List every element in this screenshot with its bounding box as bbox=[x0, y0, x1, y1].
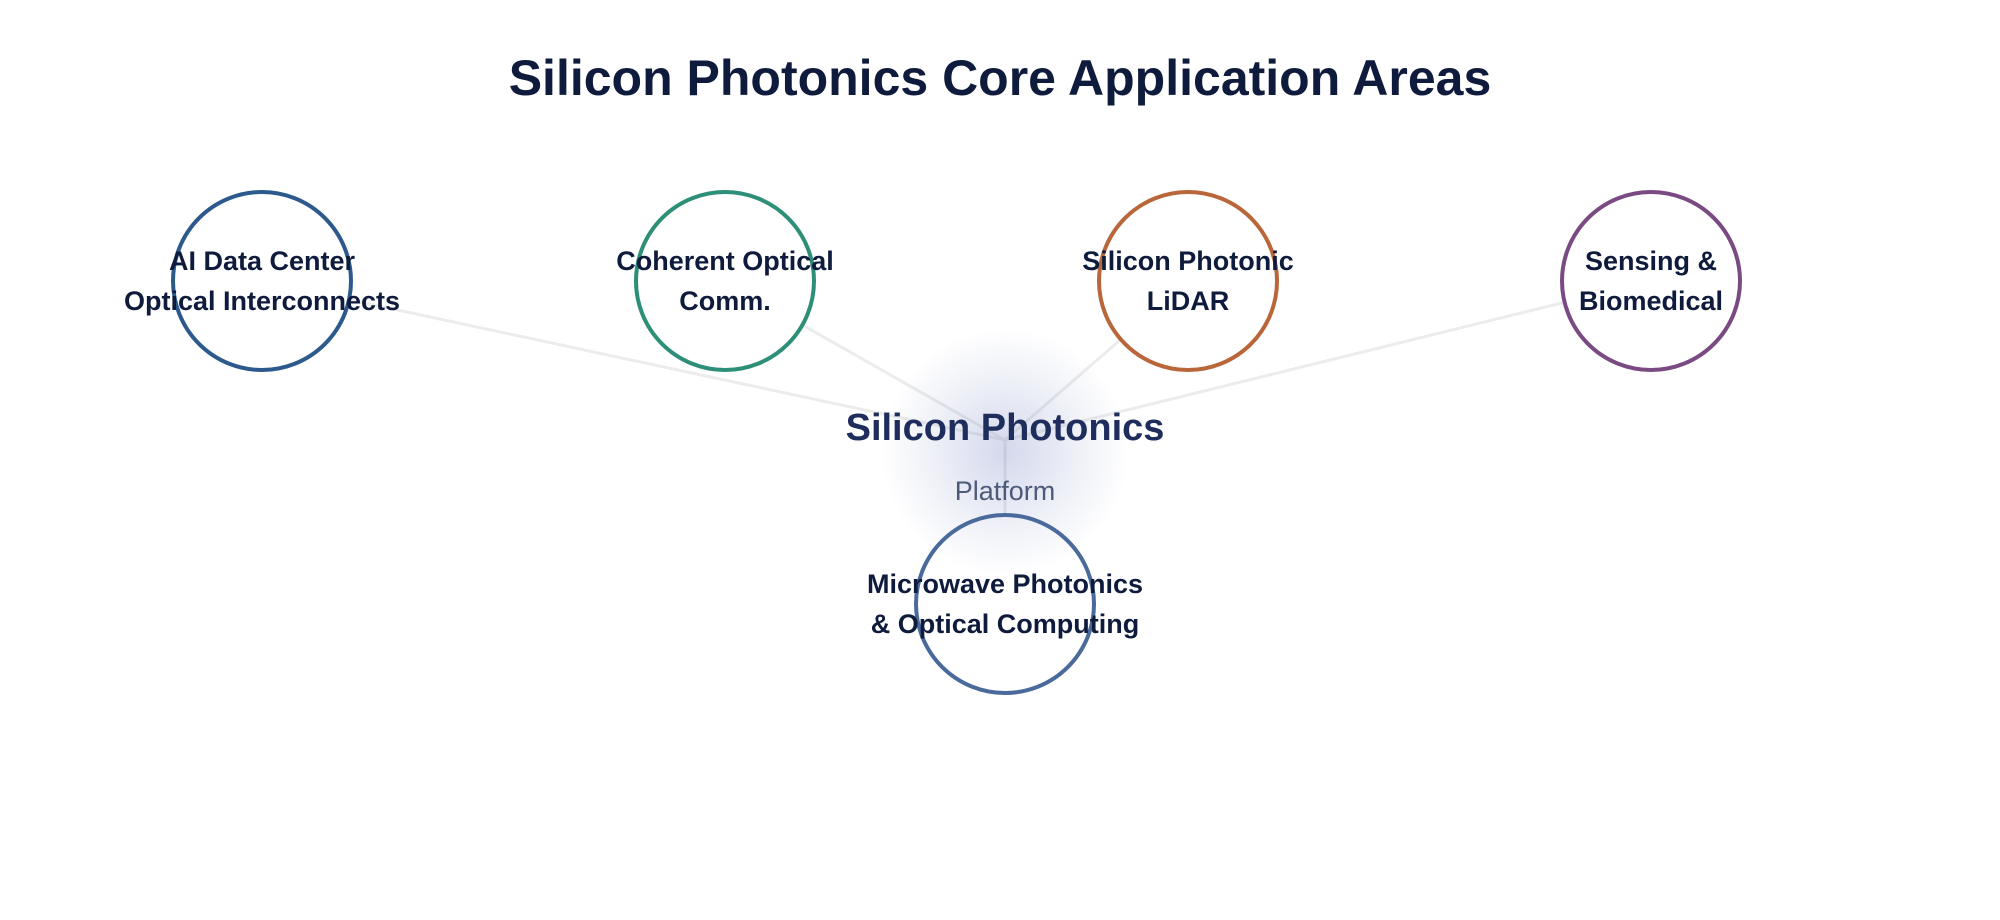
node-label-line: Comm. bbox=[679, 286, 771, 316]
node-circle bbox=[1097, 190, 1279, 372]
node-circle bbox=[1560, 190, 1742, 372]
node-sensing-biomedical: Sensing & Biomedical bbox=[1560, 190, 1742, 372]
node-label-line: Biomedical bbox=[1579, 286, 1723, 316]
node-circle bbox=[634, 190, 816, 372]
hub-subtitle: Platform bbox=[955, 476, 1056, 506]
node-label-line: LiDAR bbox=[1147, 286, 1230, 316]
page-title: Silicon Photonics Core Application Areas bbox=[508, 50, 1492, 106]
node-circle bbox=[914, 513, 1096, 695]
node-label-line: Microwave Photonics bbox=[867, 569, 1143, 599]
node-label-line: AI Data Center bbox=[169, 246, 356, 276]
node-label-line: Sensing & bbox=[1585, 246, 1717, 276]
node-circle bbox=[171, 190, 353, 372]
node-label-line: & Optical Computing bbox=[871, 609, 1139, 639]
node-label-line: Coherent Optical bbox=[616, 246, 834, 276]
node-label-line: Optical Interconnects bbox=[124, 286, 400, 316]
hub-glow bbox=[881, 328, 1129, 576]
node-microwave-computing: Microwave Photonics & Optical Computing bbox=[867, 513, 1143, 695]
node-label-line: Silicon Photonic bbox=[1082, 246, 1294, 276]
hub-title: Silicon Photonics bbox=[846, 407, 1165, 449]
